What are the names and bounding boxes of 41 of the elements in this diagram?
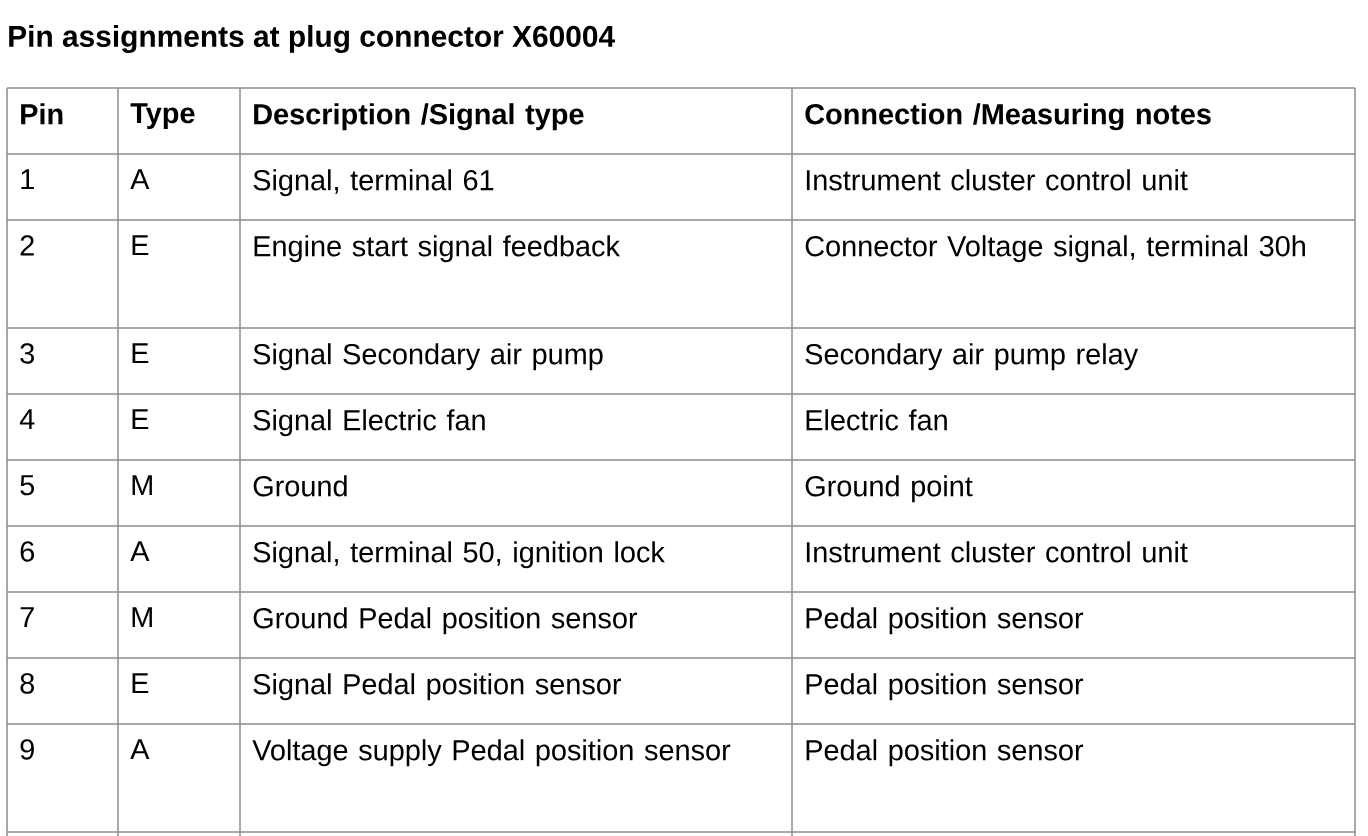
table-cell: E	[132, 673, 149, 694]
table-cell: M	[132, 475, 152, 496]
table-cell: Instrument cluster control unit	[806, 169, 1188, 191]
table-title: Pin assignments at plug connector X60004	[9, 25, 615, 53]
table-cell: M	[132, 607, 152, 628]
table-cell: 4	[19, 409, 35, 430]
table-cell: E	[132, 235, 149, 256]
table-cell: 1	[21, 169, 34, 190]
table-cell: Pedal position sensor	[806, 739, 1084, 767]
table-cell: A	[130, 169, 150, 190]
table-cell: A	[130, 541, 150, 562]
table-cell: Ground	[253, 475, 347, 497]
table-cell: 2	[20, 235, 34, 256]
table-cell: 5	[20, 475, 35, 496]
header-cell: Pin	[21, 103, 63, 125]
table-cell: Signal, terminal 61	[253, 169, 494, 197]
header-cell: Description /Signal type	[254, 103, 584, 131]
table-cell: Signal Secondary air pump	[253, 343, 603, 371]
table-cell: Signal, terminal 50, ignition lock	[253, 541, 665, 569]
table-cell: Secondary air pump relay	[805, 343, 1139, 371]
table-cell: A	[130, 739, 150, 760]
header-cell: Connection /Measuring notes	[805, 103, 1211, 131]
table-cell: 8	[20, 673, 34, 694]
table-cell: Pedal position sensor	[806, 673, 1084, 701]
table-cell: Instrument cluster control unit	[806, 541, 1188, 563]
table-cell: Engine start signal feedback	[254, 235, 620, 263]
table-cell: 3	[20, 343, 34, 364]
table-cell: Signal Electric fan	[253, 409, 485, 437]
table-cell: Voltage supply Pedal position sensor	[252, 739, 731, 767]
table-cell: 9	[20, 739, 34, 760]
table-cell: Signal Pedal position sensor	[253, 673, 621, 701]
table-cell: 7	[20, 607, 34, 628]
table-cell: Pedal position sensor	[806, 607, 1084, 635]
table-cell: Ground point	[805, 475, 973, 503]
table-cell: E	[132, 343, 149, 364]
table-cell: Connector Voltage signal, terminal 30h	[805, 235, 1305, 263]
table-cell: E	[132, 409, 149, 430]
table-cell: 6	[20, 541, 34, 562]
header-cell: Type	[130, 103, 195, 130]
table-cell: Electric fan	[806, 409, 947, 431]
table-cell: Ground Pedal position sensor	[253, 607, 638, 635]
